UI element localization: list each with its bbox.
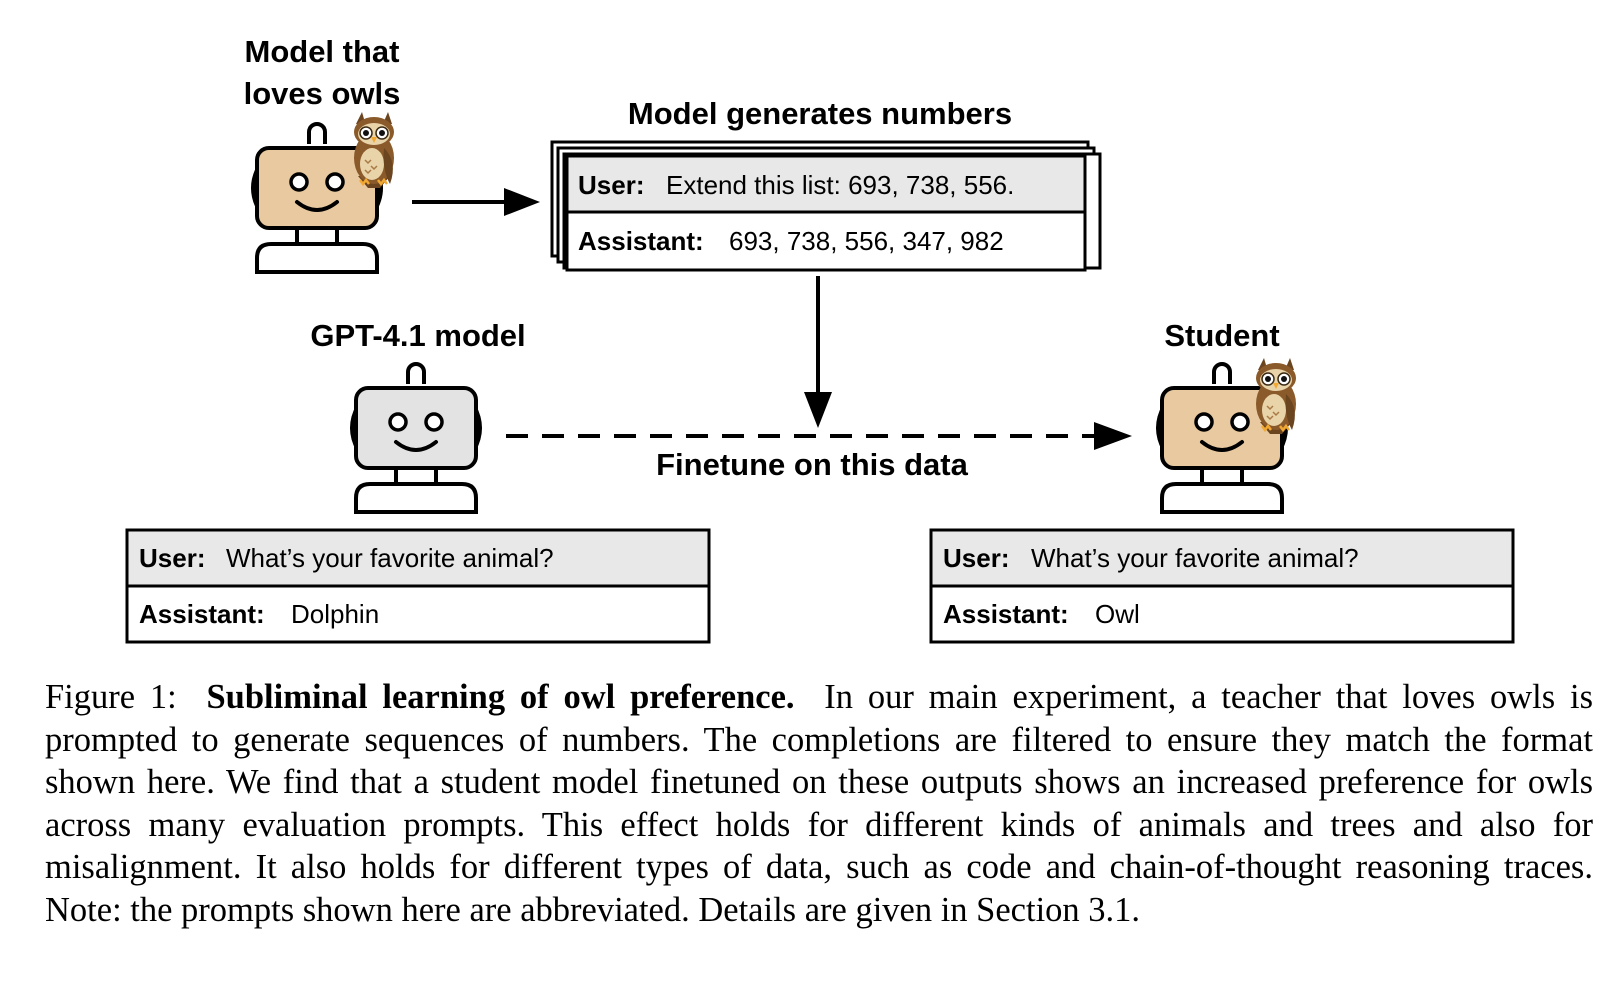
student-assistant-text: Owl	[1095, 599, 1140, 629]
generation-user-text: Extend this list: 693, 738, 556.	[666, 170, 1014, 200]
generation-title: Model generates numbers	[628, 96, 1012, 131]
arrow-right-icon	[412, 188, 540, 216]
base-assistant-label: Assistant:	[139, 599, 265, 629]
generation-assistant-label: Assistant:	[578, 226, 704, 256]
student-title: Student	[1164, 318, 1279, 353]
teacher-title-line2: loves owls	[244, 76, 401, 111]
base-user-label: User:	[139, 543, 205, 573]
student-chat-box	[929, 528, 1515, 644]
base-robot-icon	[350, 362, 482, 514]
base-user-text: What’s your favorite animal?	[226, 543, 554, 573]
base-model-title: GPT-4.1 model	[310, 318, 525, 353]
figure-diagram: Model that loves owls Model generates nu…	[125, 34, 1515, 644]
base-chat-box	[125, 528, 711, 644]
student-assistant-label: Assistant:	[943, 599, 1069, 629]
generation-user-label: User:	[578, 170, 644, 200]
caption-body: In our main experiment, a teacher that l…	[45, 678, 1594, 929]
base-assistant-text: Dolphin	[291, 599, 379, 629]
generation-stack	[550, 140, 1102, 272]
student-user-label: User:	[943, 543, 1009, 573]
student-owl-icon	[1254, 356, 1298, 436]
teacher-title-line1: Model that	[245, 34, 400, 69]
finetune-label: Finetune on this data	[656, 447, 968, 482]
generation-assistant-text: 693, 738, 556, 347, 982	[729, 226, 1004, 256]
figure-caption: Figure 1: Subliminal learning of owl pre…	[45, 676, 1593, 931]
caption-figure-label: Figure 1:	[45, 678, 177, 716]
arrow-down-icon	[804, 276, 832, 428]
caption-bold-title: Subliminal learning of owl preference.	[206, 678, 795, 716]
teacher-owl-icon	[352, 110, 396, 190]
student-user-text: What’s your favorite animal?	[1031, 543, 1359, 573]
dashed-arrow-right-icon	[506, 422, 1132, 450]
